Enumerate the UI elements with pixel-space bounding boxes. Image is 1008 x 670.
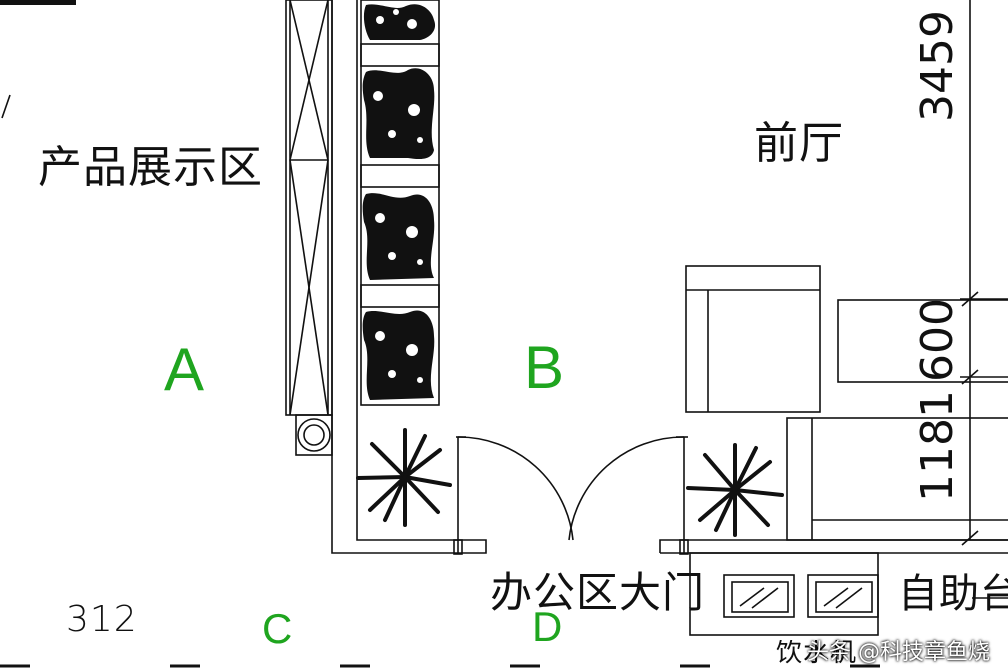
left-door (453, 436, 574, 555)
potted-plant-left (356, 428, 452, 527)
showroom-label: 产品展示区 (38, 142, 263, 193)
dimension-1181: 1181 (912, 390, 963, 502)
zone-b-label: B (524, 334, 565, 401)
zone-a-label: A (164, 336, 205, 403)
office-door-label: 办公区大门 (490, 568, 706, 617)
watermark: 头条 @科技章鱼烧 (807, 640, 990, 665)
right-door (568, 436, 689, 555)
potted-plant-right (686, 443, 784, 537)
water-dispenser-label: 饮水机 (776, 640, 858, 668)
armchair (685, 265, 821, 413)
self-service-label: 自助台 (898, 571, 1008, 617)
dimension-600: 600 (912, 298, 963, 382)
structural-column (285, 0, 333, 456)
planter-wall (360, 0, 440, 406)
planter-foliage (362, 4, 436, 400)
planter-foliage-highlights (373, 9, 423, 383)
zone-c-label: C (262, 605, 293, 652)
dimension-3459: 3459 (912, 10, 963, 122)
lobby-label: 前厅 (754, 118, 844, 169)
zone-d-label: D (532, 603, 563, 650)
sofa (786, 417, 1008, 541)
dimension-line (960, 0, 1008, 546)
service-counter (689, 552, 879, 636)
coffee-table (837, 299, 1008, 383)
dimension-312: 312 (66, 599, 138, 640)
